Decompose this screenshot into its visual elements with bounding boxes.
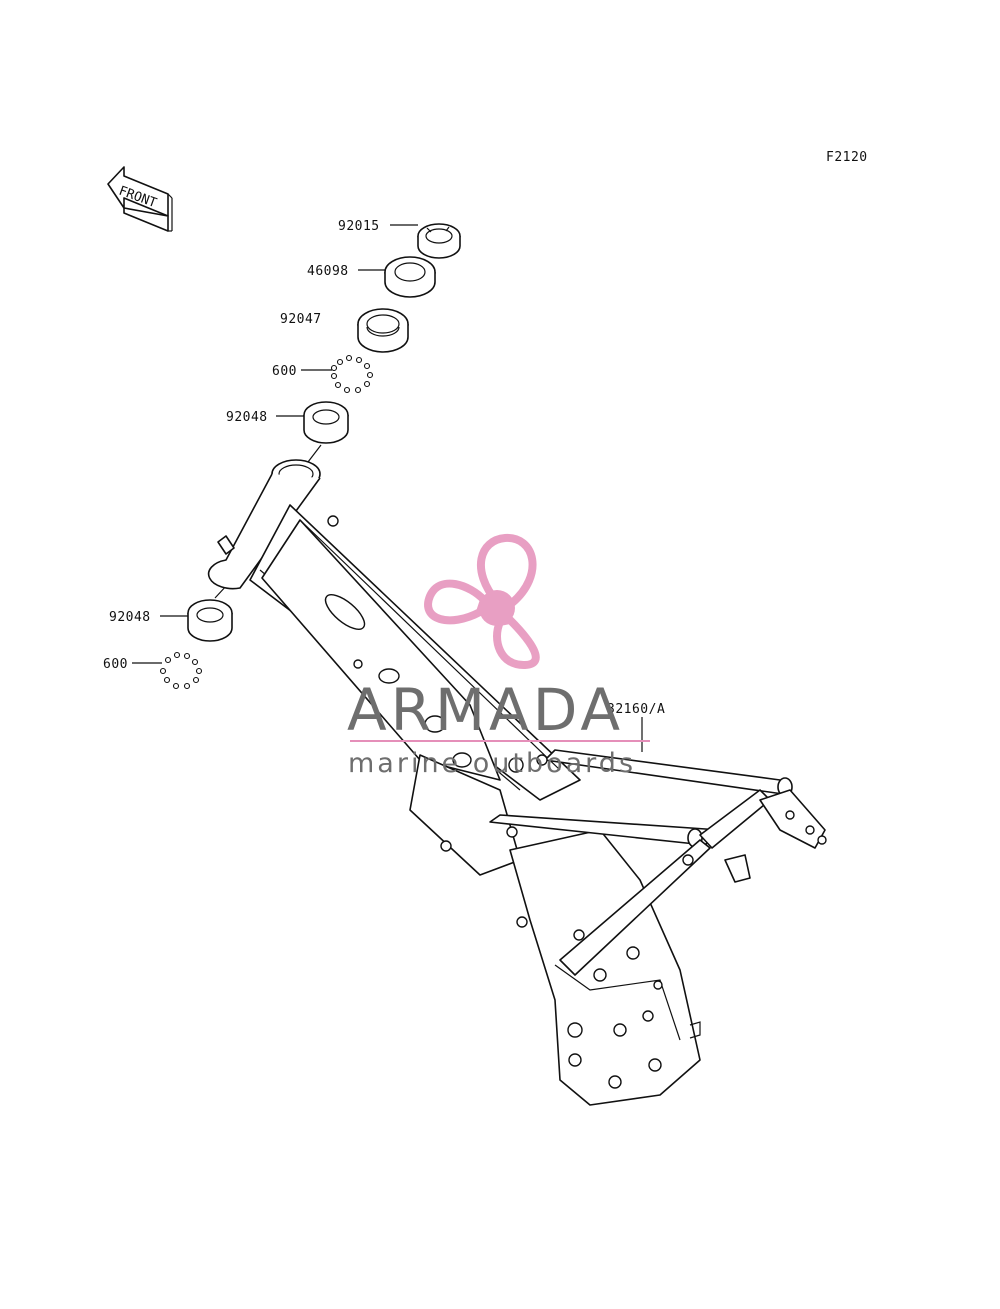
propeller-logo-icon — [424, 534, 540, 669]
label-92015: 92015 — [338, 219, 380, 234]
label-32160-a: 32160/A — [607, 702, 665, 717]
label-92048-upper: 92048 — [226, 410, 268, 425]
label-92047: 92047 — [280, 312, 322, 327]
frame-assembly — [207, 459, 827, 1106]
label-600-lower: 600 — [103, 657, 128, 672]
label-600-upper: 600 — [272, 364, 297, 379]
watermark-tagline: marine outboards — [348, 748, 636, 779]
label-46098: 46098 — [307, 264, 349, 279]
label-92048-lower: 92048 — [109, 610, 151, 625]
part-92047 — [357, 308, 409, 353]
watermark: ARMADA marine outboards — [347, 534, 650, 779]
part-92048-lower — [187, 599, 233, 642]
front-arrow-icon: FRONT — [107, 166, 173, 232]
watermark-brand: ARMADA — [347, 676, 624, 744]
part-92048-upper — [303, 401, 349, 444]
diagram-code: F2120 — [826, 150, 868, 165]
part-600-upper — [330, 354, 374, 394]
part-600-lower — [159, 651, 203, 690]
part-92015 — [417, 223, 461, 259]
part-46098 — [384, 256, 436, 298]
